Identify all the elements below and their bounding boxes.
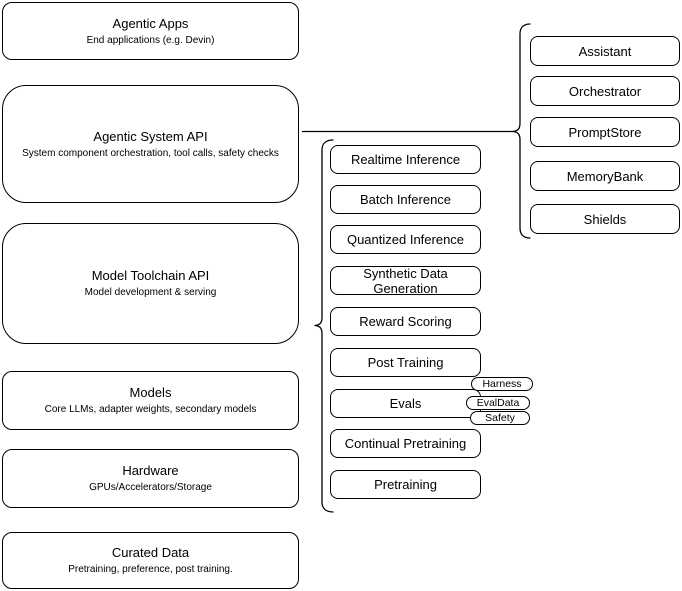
box-orchestrator: Orchestrator xyxy=(530,76,680,106)
box-label: Assistant xyxy=(578,43,632,59)
box-subtitle: End applications (e.g. Devin) xyxy=(86,34,215,46)
box-label: Realtime Inference xyxy=(350,152,461,167)
box-models: Models Core LLMs, adapter weights, secon… xyxy=(2,371,299,430)
box-batch-inference: Batch Inference xyxy=(330,185,481,214)
box-label: Batch Inference xyxy=(359,192,452,207)
tag-label: Harness xyxy=(482,377,522,390)
box-label: Shields xyxy=(583,211,627,227)
box-assistant: Assistant xyxy=(530,36,680,66)
box-label: Synthetic Data Generation xyxy=(363,265,448,296)
box-subtitle: System component orchestration, tool cal… xyxy=(22,147,279,159)
box-subtitle: Model development & serving xyxy=(84,287,217,298)
box-agentic-apps: Agentic Apps End applications (e.g. Devi… xyxy=(2,2,299,60)
box-title: Agentic System API xyxy=(93,128,208,144)
box-subtitle: Core LLMs, adapter weights, secondary mo… xyxy=(44,404,257,415)
box-label: Pretraining xyxy=(374,477,437,492)
tag-label: Safety xyxy=(485,411,515,424)
box-agentic-system-api: Agentic System API System component orch… xyxy=(2,85,299,203)
box-evals: Evals xyxy=(330,389,481,418)
box-subtitle: GPUs/Accelerators/Storage xyxy=(89,482,212,493)
box-title: Hardware xyxy=(122,463,179,478)
box-realtime-inference: Realtime Inference xyxy=(330,145,481,174)
tag-label: EvalData xyxy=(476,396,520,409)
box-continual-pretraining: Continual Pretraining xyxy=(330,429,481,458)
box-title: Curated Data xyxy=(111,545,190,560)
tag-evaldata: EvalData xyxy=(466,396,530,410)
box-curated-data: Curated Data Pretraining, preference, po… xyxy=(2,532,299,589)
box-label: Evals xyxy=(389,396,422,411)
box-hardware: Hardware GPUs/Accelerators/Storage xyxy=(2,449,299,508)
box-quantized-inference: Quantized Inference xyxy=(330,225,481,254)
box-subtitle: Pretraining, preference, post training. xyxy=(68,564,233,575)
tag-harness: Harness xyxy=(471,377,533,391)
box-reward-scoring: Reward Scoring xyxy=(330,307,481,336)
box-pretraining: Pretraining xyxy=(330,470,481,499)
box-label: Orchestrator xyxy=(568,83,642,99)
box-model-toolchain-api: Model Toolchain API Model development & … xyxy=(2,223,299,344)
box-label: MemoryBank xyxy=(566,168,644,184)
box-promptstore: PromptStore xyxy=(530,117,680,147)
system-brace xyxy=(512,23,531,239)
box-title: Models xyxy=(129,385,172,400)
box-title: Model Toolchain API xyxy=(91,268,210,283)
box-post-training: Post Training xyxy=(330,348,481,377)
box-memorybank: MemoryBank xyxy=(530,161,680,191)
box-label: PromptStore xyxy=(568,124,642,140)
box-title: Agentic Apps xyxy=(112,15,189,31)
box-label: Reward Scoring xyxy=(359,314,452,329)
box-label: Post Training xyxy=(367,355,444,370)
box-label: Continual Pretraining xyxy=(344,436,467,451)
tag-safety: Safety xyxy=(470,411,530,425)
box-label: Quantized Inference xyxy=(346,232,465,247)
box-shields: Shields xyxy=(530,204,680,234)
box-synthetic-data-generation: Synthetic Data Generation xyxy=(330,265,481,296)
